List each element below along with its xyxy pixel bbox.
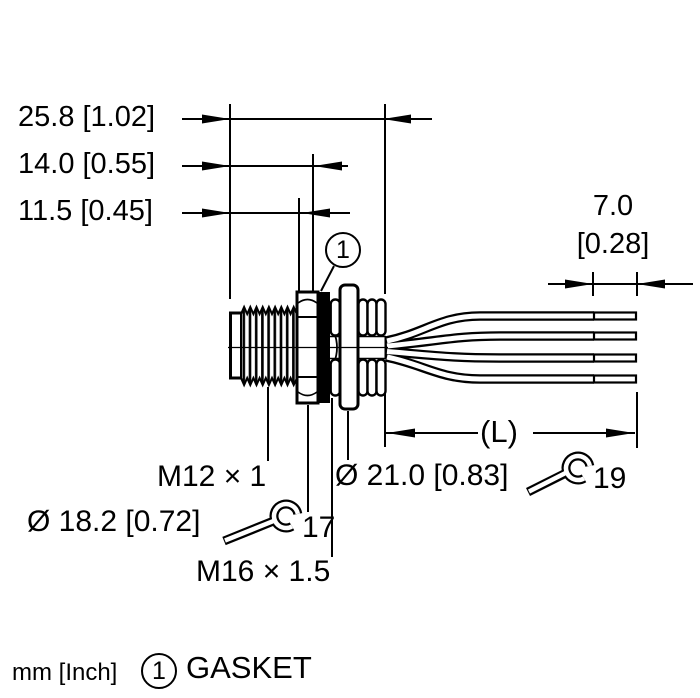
dia-21-0-label: Ø 21.0 [0.83]	[335, 459, 509, 492]
front-face	[229, 311, 243, 380]
dim-14-0-label: 14.0 [0.55]	[18, 148, 156, 180]
dim-25-8-label: 25.8 [1.02]	[18, 101, 156, 133]
wrench-size-17-label: 17	[302, 511, 336, 544]
m12-thread	[240, 304, 298, 388]
wrench-icon	[525, 451, 595, 497]
dia-18-2-label: Ø 18.2 [0.72]	[27, 505, 201, 538]
dim-11-5-label: 11.5 [0.45]	[18, 195, 153, 227]
m16-thread	[329, 298, 387, 397]
balloon-1-legend-number: 1	[152, 656, 166, 685]
dim-7-0-label: 7.0	[592, 190, 634, 222]
stripped-wire-ends	[592, 311, 638, 384]
balloon-1: 1	[325, 232, 361, 268]
balloon-1-number: 1	[336, 235, 350, 264]
gasket-label: GASKET	[186, 650, 312, 685]
dimension-arrowheads	[202, 114, 665, 438]
wrench-size-19-label: 19	[593, 462, 627, 495]
dim-7-0-inch-label: [0.28]	[576, 228, 650, 260]
wrench-icon	[222, 499, 303, 546]
balloon-1-legend: 1	[141, 653, 177, 689]
length-label: (L)	[480, 414, 518, 449]
m12-thread-label: M12 × 1	[157, 460, 267, 493]
units-label: mm [Inch]	[12, 659, 118, 686]
wire-leads	[385, 311, 638, 384]
m16-thread-label: M16 × 1.5	[196, 555, 331, 588]
connector-body	[228, 283, 388, 411]
